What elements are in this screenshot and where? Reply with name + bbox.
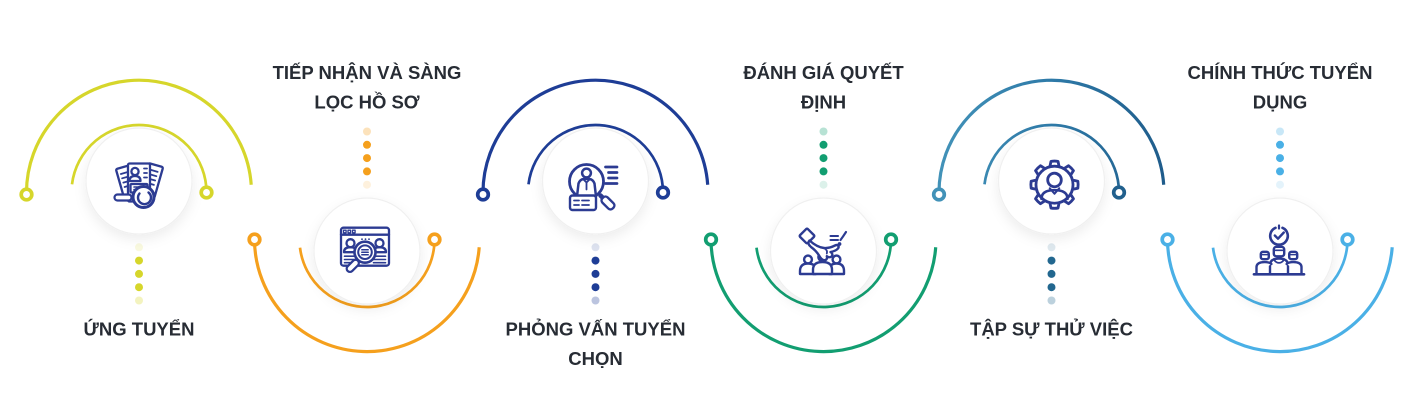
svg-text:PHỎNG VẤN TUYỂN: PHỎNG VẤN TUYỂN (506, 319, 686, 340)
svg-text:TẬP SỰ THỬ VIỆC: TẬP SỰ THỬ VIỆC (970, 319, 1133, 340)
svg-text:ĐỊNH: ĐỊNH (801, 91, 846, 112)
svg-text:ỨNG TUYỂN: ỨNG TUYỂN (84, 319, 195, 340)
svg-text:DỤNG: DỤNG (1253, 91, 1307, 112)
svg-text:TIẾP NHẬN VÀ SÀNG: TIẾP NHẬN VÀ SÀNG (273, 62, 462, 83)
svg-text:LỌC HỒ SƠ: LỌC HỒ SƠ (314, 91, 419, 112)
svg-text:CHỌN: CHỌN (568, 348, 622, 369)
svg-text:ĐÁNH GIÁ QUYẾT: ĐÁNH GIÁ QUYẾT (743, 62, 904, 83)
svg-text:CHÍNH THỨC TUYỂN: CHÍNH THỨC TUYỂN (1188, 62, 1373, 83)
